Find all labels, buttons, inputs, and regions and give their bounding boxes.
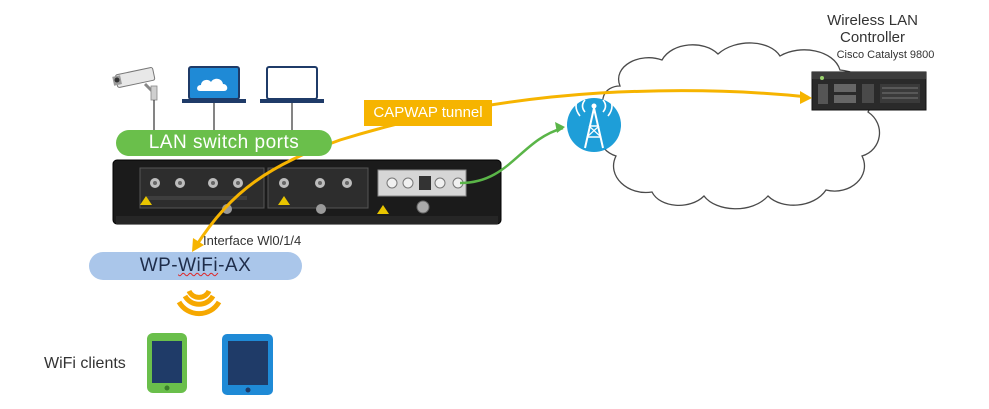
tablet-icon <box>222 334 273 395</box>
capwap-tunnel-label: CAPWAP tunnel <box>364 100 492 126</box>
green-link <box>459 122 565 185</box>
wifi-clients-label: WiFi clients <box>44 355 126 372</box>
lan-device-connectors <box>153 100 293 131</box>
phone-icon <box>147 333 187 393</box>
wifi-interface-prefix: WP- <box>139 255 179 276</box>
laptop-icon <box>260 66 324 103</box>
wifi-interface-underlined: WiFi <box>178 255 219 276</box>
wifi-interface-suffix: -AX <box>218 255 252 276</box>
wlc-title-line1: Wireless LAN <box>827 12 918 29</box>
router-chassis <box>112 159 502 225</box>
interface-label: Interface Wl0/1/4 <box>203 233 302 248</box>
cell-tower-icon <box>567 95 621 152</box>
wlc-title: Wireless LAN Controller <box>800 12 945 46</box>
wlc-title-line2: Controller <box>839 29 906 46</box>
wlc-device <box>811 71 927 111</box>
wifi-interface-label: WP-WiFi-AX <box>89 252 302 280</box>
wifi-signal-icon <box>176 289 222 317</box>
lan-switch-ports-label: LAN switch ports <box>116 130 332 156</box>
wlc-model-label: Cisco Catalyst 9800 <box>836 49 935 61</box>
security-camera-icon <box>112 67 158 101</box>
laptop-cloud-icon <box>182 66 246 103</box>
cloud-shape <box>597 42 881 210</box>
